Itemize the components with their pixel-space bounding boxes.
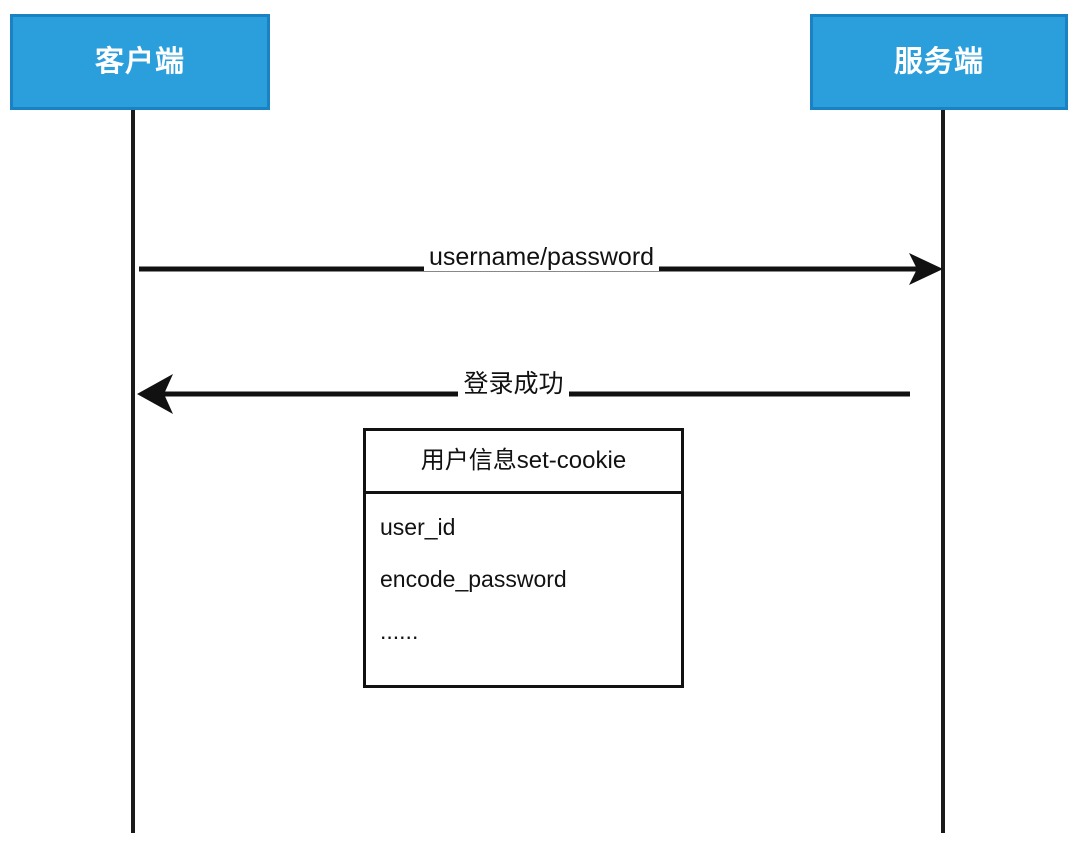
participant-label-client: 客户端 [94, 45, 185, 78]
participant-box-client[interactable]: 客户端 [10, 14, 270, 110]
message-login-request[interactable]: username/password [139, 243, 944, 293]
note-box-set-cookie[interactable]: 用户信息set-cookie user_id encode_password .… [363, 428, 684, 688]
lifeline-server [941, 110, 945, 833]
note-row: ...... [380, 618, 419, 644]
note-row: user_id [380, 514, 456, 540]
lifeline-client [131, 110, 135, 833]
note-body: user_id encode_password ...... [366, 494, 681, 672]
participant-label-server: 服务端 [893, 45, 984, 78]
note-row: encode_password [380, 566, 567, 592]
note-title: 用户信息set-cookie [420, 447, 627, 474]
message-login-response[interactable]: 登录成功 [137, 370, 910, 418]
arrow-left-icon [137, 374, 910, 414]
arrow-right-icon [139, 253, 943, 285]
participant-box-server[interactable]: 服务端 [810, 14, 1068, 110]
note-header: 用户信息set-cookie [366, 431, 681, 494]
